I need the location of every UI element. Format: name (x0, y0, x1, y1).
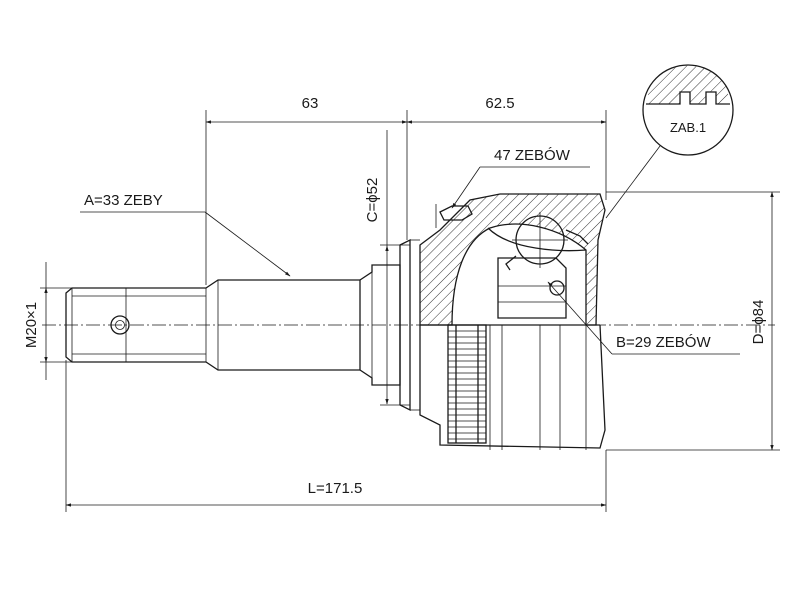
dim-c-label: C=ϕ52 (364, 178, 381, 223)
abs-tone-ring (447, 324, 487, 444)
splines-outer-label: 47 ZEBÓW (494, 147, 571, 164)
joint-housing (419, 193, 606, 450)
splines-b-label: B=29 ZEBÓW (616, 334, 711, 351)
detail-label: ZAB.1 (670, 120, 706, 135)
dim-length-label: L=171.5 (308, 480, 363, 497)
shaft-neck (359, 238, 420, 412)
dim-63-label: 63 (302, 95, 319, 112)
dim-62-5-label: 62.5 (485, 95, 514, 112)
dim-d-label: D=ϕ84 (750, 300, 767, 345)
cotter-pin-hole-icon (110, 315, 130, 335)
splines-a-label: A=33 ZEBY (84, 192, 163, 209)
detail-bubble: ZAB.1 (605, 64, 734, 219)
thread-label: M20×1 (23, 302, 40, 348)
